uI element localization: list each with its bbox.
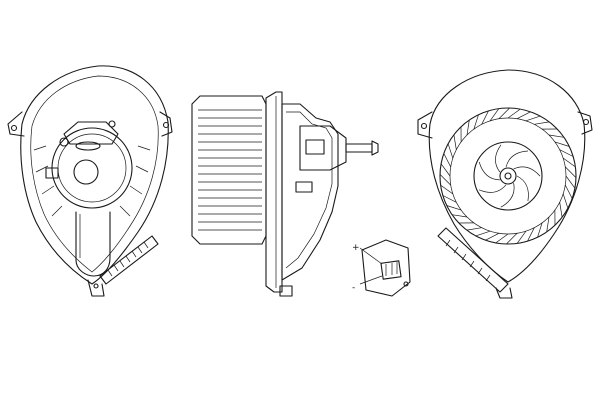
fan-blade — [475, 230, 491, 237]
connector-plug — [380, 260, 402, 280]
side-motor-housing-inner — [285, 111, 333, 269]
fan-blade — [443, 153, 452, 168]
rear-brush-holder — [63, 121, 119, 145]
connector-minus-leader — [359, 275, 383, 285]
fan-blade — [516, 111, 531, 120]
fan-blade — [442, 195, 457, 203]
fan-blade — [562, 193, 569, 209]
fan-blade — [564, 184, 573, 199]
front-fan-inner-ring — [449, 117, 567, 235]
side-mount-flange — [265, 91, 283, 293]
front-fan-hub — [499, 167, 517, 185]
rear-terminal-right — [108, 120, 116, 128]
rear-clip-pin — [93, 283, 99, 289]
fan-blade — [527, 227, 535, 242]
fan-blade — [537, 222, 543, 238]
connector-plus-label: + — [352, 243, 360, 253]
rear-motor-bearing — [73, 159, 99, 185]
fan-blade — [447, 143, 454, 159]
fan-blade — [473, 114, 479, 130]
front-left-mount-tab — [417, 111, 433, 139]
rear-housing-inner-rim — [30, 75, 159, 273]
fan-blade — [546, 216, 550, 232]
rear-terminal-left — [59, 137, 69, 147]
front-housing-outline — [428, 69, 586, 283]
hub-vane — [516, 175, 529, 202]
connector-minus-label: - — [352, 283, 355, 293]
hub-vane — [505, 150, 529, 168]
motor-side-view — [191, 91, 379, 297]
fan-blade — [534, 121, 550, 125]
hub-vane — [513, 166, 541, 177]
side-motor-endcap — [299, 125, 347, 171]
fan-blade — [565, 175, 576, 189]
rear-terminal-strip-teeth — [107, 241, 149, 277]
fan-blade — [548, 134, 564, 138]
front-right-mount-tab — [577, 111, 593, 135]
fan-blade — [440, 163, 451, 177]
rear-left-mount-hole — [10, 124, 18, 132]
fan-front-view — [417, 69, 593, 299]
fan-blade — [489, 108, 500, 122]
connector-body — [361, 239, 411, 297]
fan-blade — [565, 166, 577, 178]
fan-blade — [495, 233, 509, 244]
side-clip — [295, 181, 313, 193]
fan-blade — [525, 115, 541, 122]
fan-blade — [559, 202, 563, 218]
front-fan-hub-outer — [473, 141, 543, 211]
fan-blade — [439, 174, 451, 186]
front-hub-vanes — [478, 144, 541, 208]
motor-rear-view — [7, 65, 173, 297]
side-bottom-clip — [279, 285, 293, 297]
hub-vane — [478, 184, 507, 193]
connector-latch — [403, 281, 409, 287]
fan-blade — [440, 184, 454, 195]
side-motor-shaft — [345, 143, 373, 153]
fan-blade — [481, 110, 489, 125]
rear-terminal-strip — [99, 235, 159, 285]
connector-detail: + - — [352, 239, 411, 297]
front-right-mount-hole — [582, 118, 590, 126]
fan-blade — [506, 233, 518, 245]
fan-blade — [466, 120, 470, 136]
fan-blade — [554, 141, 570, 147]
side-shaft-tip — [371, 140, 379, 156]
rear-right-mount-tab — [159, 111, 173, 137]
front-fan-wheel — [439, 107, 577, 245]
front-terminal-strip — [437, 227, 509, 293]
fan-blade — [466, 227, 482, 231]
fan-blade — [453, 134, 457, 150]
fan-blade — [446, 205, 462, 211]
front-terminal-strip-teeth — [445, 239, 491, 282]
side-motor-window — [305, 139, 325, 155]
rear-housing-ribs — [33, 145, 151, 217]
rear-brush-slot — [75, 141, 101, 151]
fan-blade — [507, 108, 521, 119]
rear-bottom-clip — [87, 279, 105, 297]
hub-vane — [500, 182, 515, 208]
fan-blade — [452, 214, 468, 218]
fan-blade — [485, 232, 500, 241]
fan-blade — [562, 157, 576, 168]
rear-side-cap — [45, 167, 59, 179]
rear-connector-stem — [75, 211, 111, 277]
front-fan-shaft-nut — [504, 172, 512, 180]
rear-right-mount-hole — [162, 121, 170, 129]
fan-blade — [516, 230, 527, 244]
front-bottom-clip — [495, 287, 513, 299]
front-fan-blades — [439, 107, 577, 245]
fan-blade — [559, 149, 574, 157]
side-fan-slats — [198, 109, 262, 231]
hub-vane — [495, 144, 502, 173]
front-left-mount-hole — [420, 122, 428, 130]
hub-vane — [478, 161, 500, 181]
rear-housing-outline — [20, 65, 169, 285]
rear-left-mount-tab — [7, 111, 25, 137]
fan-blade — [498, 107, 510, 119]
connector-plus-leader — [359, 247, 383, 265]
side-motor-housing — [281, 103, 339, 281]
